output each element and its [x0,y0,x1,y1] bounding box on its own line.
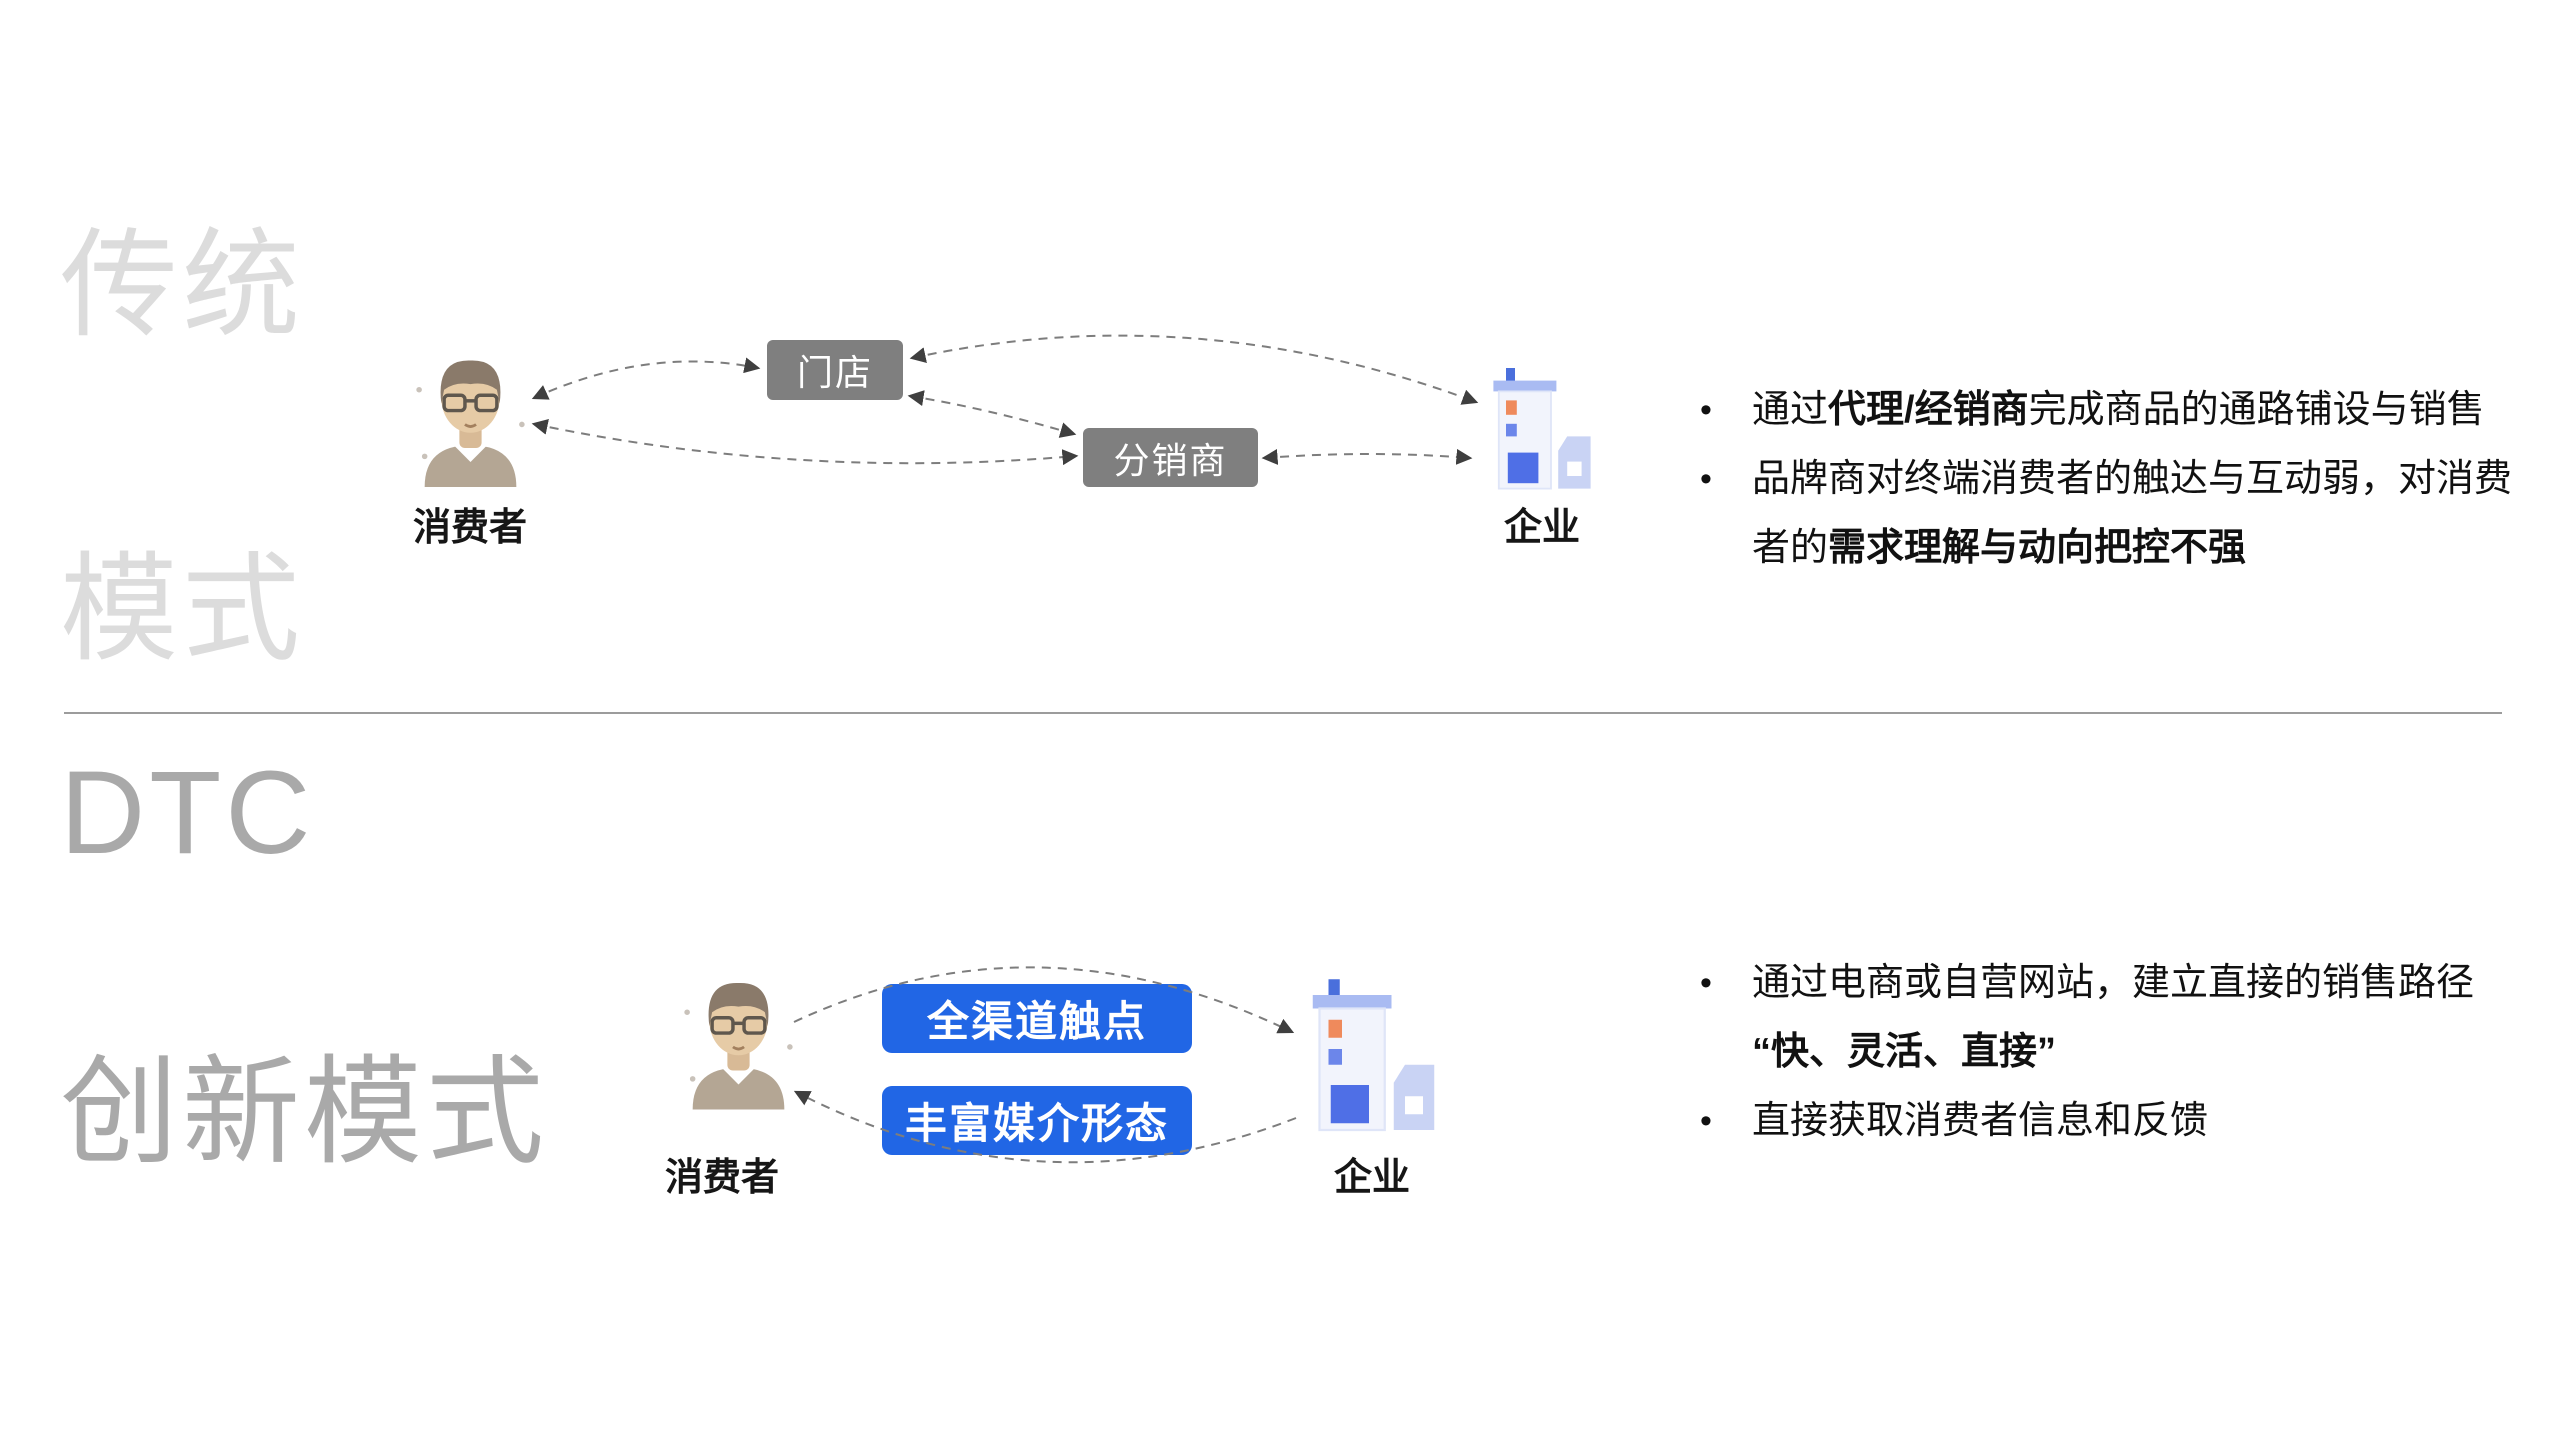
arrow-store-enterprise [909,334,1479,405]
rich-media-button: 丰富媒介形态 [882,1086,1192,1155]
bullet-dot: • [1700,460,1712,498]
arrow-consumer-store [531,357,761,400]
dtc-watermark: DTC 创新模式 [60,738,548,1188]
consumer-label-dtc: 消费者 [664,1157,779,1199]
section-divider [64,712,2502,714]
arrow-distributor-enterprise [1261,448,1473,465]
store-box: 门店 [767,340,903,400]
bullet-item: • 通过电商或自营网站，建立直接的销售路径“快、灵活、直接” [1700,949,2514,1087]
arrow-store-distributor [907,390,1077,438]
bullet-text: 直接获取消费者信息和反馈 [1752,1100,2209,1142]
dtc-watermark-line1: DTC [60,747,315,879]
enterprise-label-dtc: 企业 [1333,1157,1410,1199]
bullet-text: 品牌商对终端消费者的触达与互动弱，对消费者的需求理解与动向把控不强 [1752,458,2513,569]
enterprise-icon-dtc [1306,978,1441,1138]
enterprise-icon [1482,368,1602,494]
bullet-text: 通过电商或自营网站，建立直接的销售路径“快、灵活、直接” [1752,962,2475,1073]
arrow-consumer-distributor [531,418,1079,466]
dtc-watermark-line2: 创新模式 [60,1047,549,1179]
traditional-watermark-line2: 模式 [60,544,305,676]
bullet-item: • 品牌商对终端消费者的触达与互动弱，对消费者的需求理解与动向把控不强 [1700,445,2514,583]
bullet-item: • 通过代理/经销商完成商品的通路铺设与销售 [1700,376,2514,445]
consumer-icon [408,345,533,490]
enterprise-label: 企业 [1503,507,1580,549]
bullet-text: 通过代理/经销商完成商品的通路铺设与销售 [1752,389,2485,431]
bullet-list-dtc: • 通过电商或自营网站，建立直接的销售路径“快、灵活、直接” • 直接获取消费者… [1700,949,2514,1156]
traditional-watermark: 传统 模式 [60,205,304,691]
bullet-dot: • [1700,964,1712,1002]
bullet-dot: • [1700,391,1712,429]
bullet-item: • 直接获取消费者信息和反馈 [1700,1087,2514,1156]
bullet-dot: • [1700,1102,1712,1140]
omnichannel-touchpoint-button: 全渠道触点 [882,984,1192,1053]
bullet-list-traditional: • 通过代理/经销商完成商品的通路铺设与销售 • 品牌商对终端消费者的触达与互动… [1700,376,2514,583]
consumer-icon-dtc [676,965,801,1115]
distributor-box: 分销商 [1083,428,1258,487]
consumer-label: 消费者 [412,507,527,549]
traditional-watermark-line1: 传统 [60,220,305,352]
